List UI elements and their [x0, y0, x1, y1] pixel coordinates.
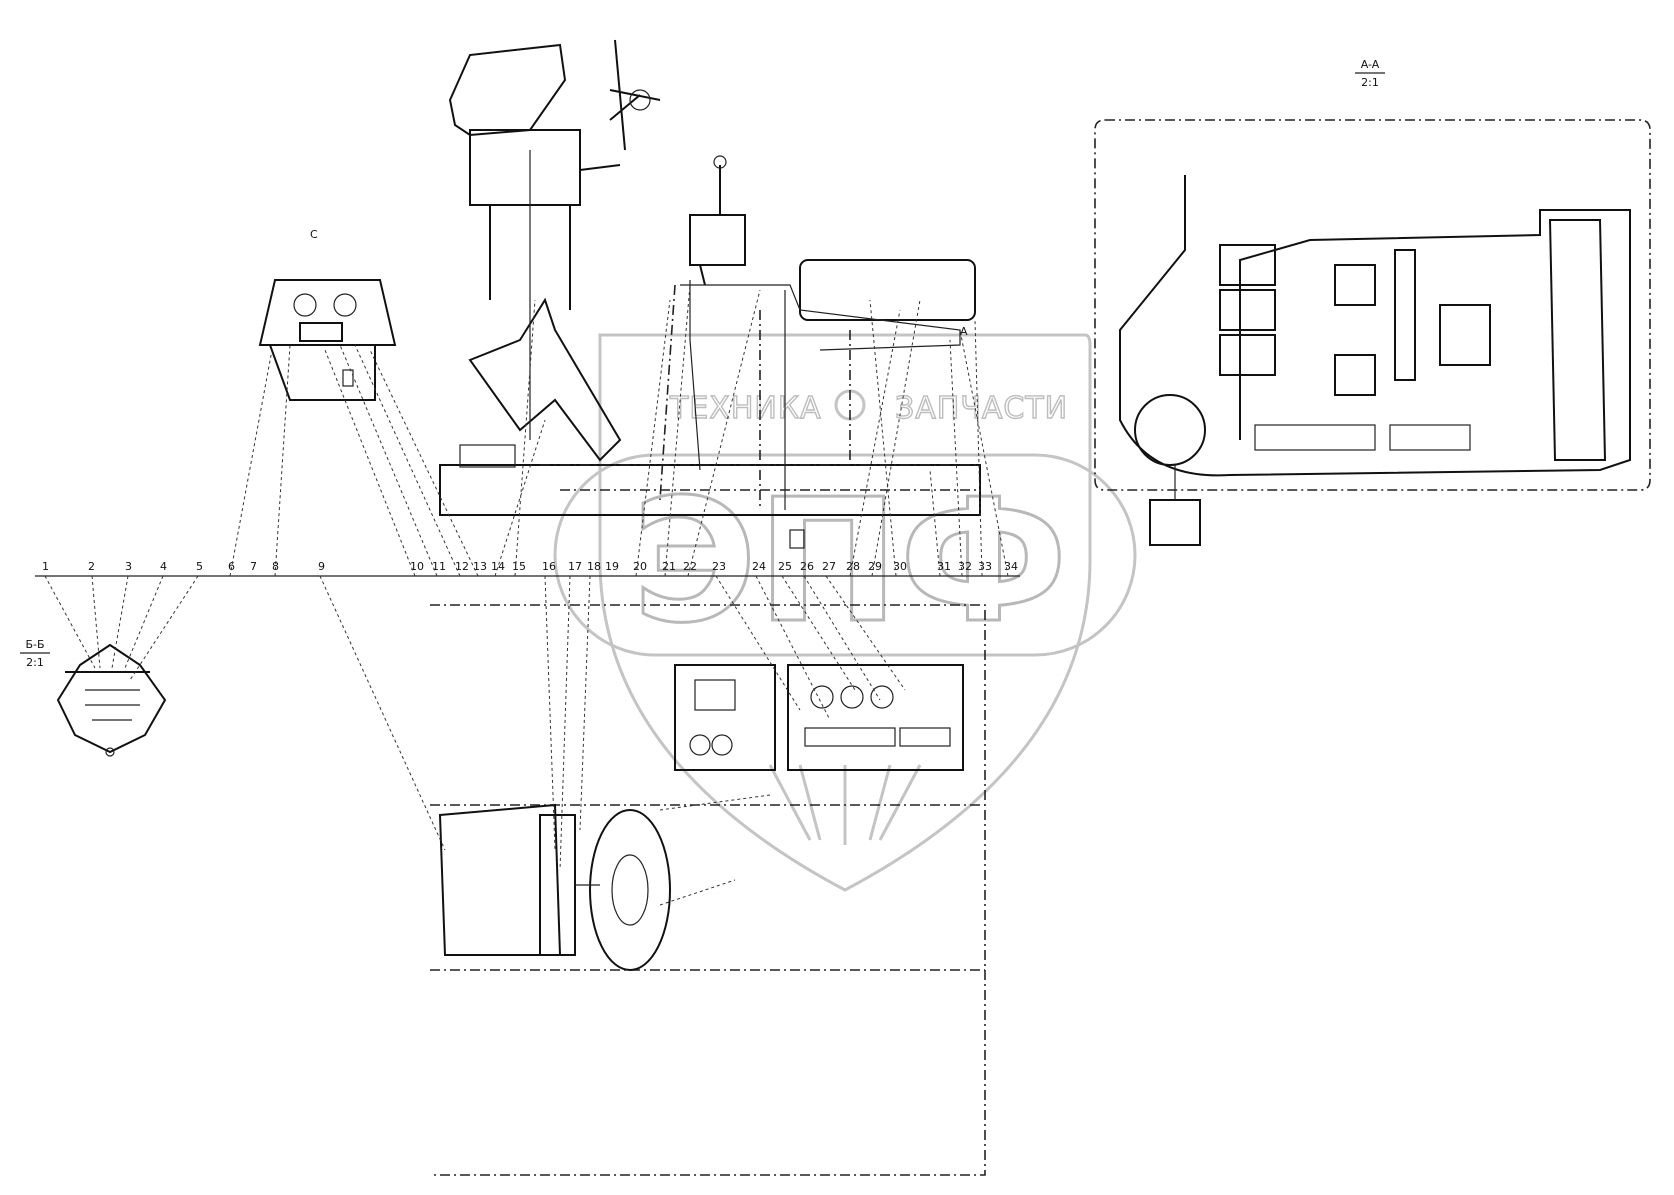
watermark-left-word: ТЕХНИКА	[669, 391, 822, 426]
view-c-label: C	[310, 228, 318, 241]
callout-6: 6	[228, 560, 235, 573]
callout-4: 4	[160, 560, 167, 573]
callout-27: 27	[822, 560, 836, 573]
section-aa-title: A-A	[1361, 58, 1380, 71]
callout-10: 10	[410, 560, 424, 573]
callout-3: 3	[125, 560, 132, 573]
callout-29: 29	[868, 560, 882, 573]
watermark: ТЕХНИКА ЗАПЧАСТИ ЭПФ	[553, 333, 1137, 892]
callout-16: 16	[542, 560, 556, 573]
callout-13: 13	[473, 560, 487, 573]
callout-30: 30	[893, 560, 907, 573]
callout-17: 17	[568, 560, 582, 573]
callout-8: 8	[272, 560, 279, 573]
view-a-marker: A	[960, 325, 968, 338]
section-bb: Б-Б 2:1	[20, 638, 167, 757]
detail-c-panel: C	[258, 228, 397, 401]
callout-2: 2	[88, 560, 95, 573]
callout-21: 21	[662, 560, 676, 573]
tractor-side-view: A	[439, 39, 981, 549]
callout-18: 18	[587, 560, 601, 573]
callout-33: 33	[978, 560, 992, 573]
callout-32: 32	[958, 560, 972, 573]
callout-28: 28	[846, 560, 860, 573]
callout-23: 23	[712, 560, 726, 573]
callout-12: 12	[455, 560, 469, 573]
callout-14: 14	[491, 560, 505, 573]
callout-15: 15	[512, 560, 526, 573]
cab-bottom-view	[430, 604, 986, 1176]
callout-5: 5	[196, 560, 203, 573]
watermark-band	[553, 453, 1137, 657]
callout-row: 1 2 3 4 5 6 7 8 9 10 11 12 13 14 15 16 1…	[35, 284, 1020, 906]
callout-25: 25	[778, 560, 792, 573]
callout-20: 20	[633, 560, 647, 573]
section-bb-scale: 2:1	[26, 656, 44, 669]
section-aa-scale: 2:1	[1361, 76, 1379, 89]
callout-31: 31	[937, 560, 951, 573]
callout-26: 26	[800, 560, 814, 573]
callout-34: 34	[1004, 560, 1018, 573]
watermark-right-word: ЗАПЧАСТИ	[895, 391, 1068, 426]
callout-19: 19	[605, 560, 619, 573]
section-aa: A-A 2:1	[1094, 58, 1651, 546]
callout-1: 1	[42, 560, 49, 573]
callout-11: 11	[432, 560, 446, 573]
callout-7: 7	[250, 560, 257, 573]
callout-22: 22	[683, 560, 697, 573]
callout-9: 9	[318, 560, 325, 573]
watermark-shield	[598, 333, 1092, 892]
callout-24: 24	[752, 560, 766, 573]
section-bb-title: Б-Б	[25, 638, 44, 651]
watermark-big-letters: ЭПФ	[632, 463, 1068, 661]
